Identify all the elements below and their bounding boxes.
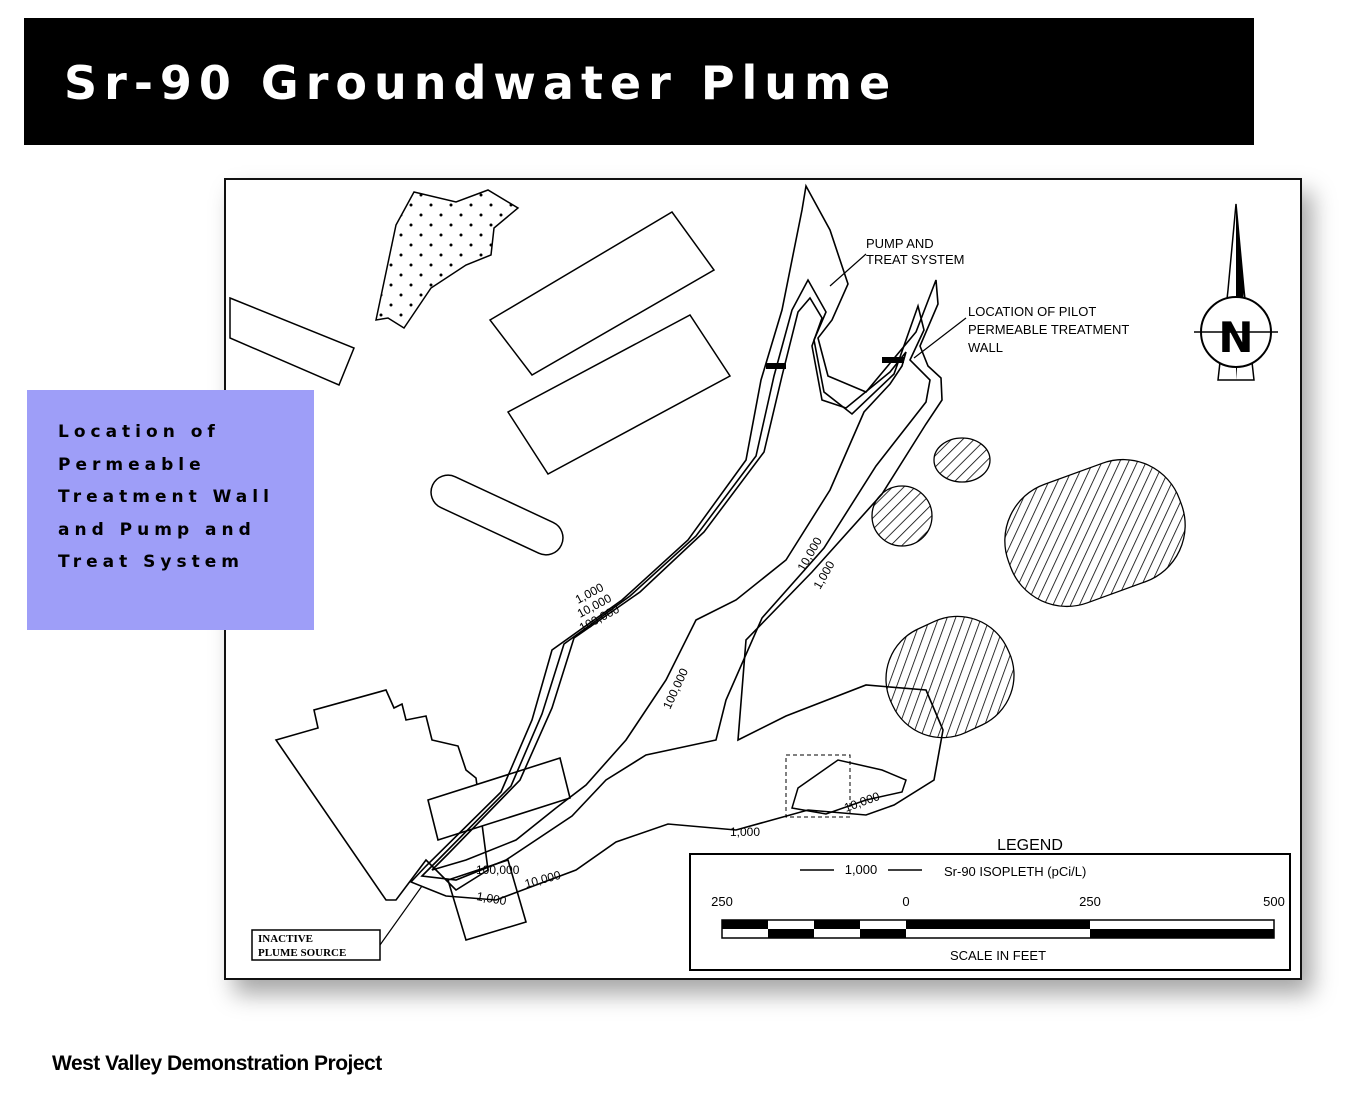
label-pilot-1: LOCATION OF PILOT — [968, 304, 1096, 319]
map-drawing: N PUMP AND TREAT SYSTEM LOCATION OF PILO… — [229, 183, 1291, 971]
contour-label: 10,000 — [523, 868, 562, 891]
main-plant-building — [274, 689, 489, 901]
hatched-area-1 — [933, 437, 991, 483]
plume-source-box — [251, 929, 381, 961]
leader-pilot — [913, 317, 967, 359]
contour-10000 — [420, 278, 931, 881]
survey-plot-dashed — [785, 754, 851, 818]
contour-label: 100,000 — [476, 863, 520, 877]
callout-text: Location of Permeable Treatment Wall and… — [58, 422, 274, 572]
legend-title: LEGEND — [997, 837, 1063, 854]
label-source-1: INACTIVE — [258, 933, 313, 945]
hatched-area-3 — [1004, 458, 1186, 608]
hatched-area-2 — [871, 485, 933, 547]
legend-isopleth-label: Sr-90 ISOPLETH (pCi/L) — [944, 864, 1086, 879]
contour-label: 1,000 — [810, 558, 837, 591]
legend-box — [689, 853, 1291, 971]
scale-tick-label: 0 — [902, 894, 909, 909]
title-banner: Sr-90 Groundwater Plume — [24, 18, 1254, 145]
pump-treat-marker — [766, 363, 786, 369]
label-pump-treat-2: TREAT SYSTEM — [866, 252, 964, 267]
label-pilot-2: PERMEABLE TREATMENT — [968, 322, 1129, 337]
legend-sample-value: 1,000 — [845, 862, 878, 877]
contour-1000 — [409, 183, 944, 901]
site-map: N PUMP AND TREAT SYSTEM LOCATION OF PILO… — [224, 178, 1302, 980]
contour-label: 1,000 — [475, 889, 507, 908]
north-arrow-icon — [1194, 203, 1278, 381]
scale-bar — [721, 919, 1275, 939]
hatched-area-4 — [885, 615, 1015, 739]
scale-caption: SCALE IN FEET — [950, 948, 1046, 963]
dotted-area — [375, 189, 520, 330]
contour-pocket-10000 — [791, 759, 907, 815]
building-rect-1 — [488, 211, 716, 376]
contour-label: 100,000 — [660, 666, 691, 712]
oval-structure — [430, 474, 564, 556]
label-source-2: PLUME SOURCE — [258, 947, 346, 959]
leader-source — [379, 885, 423, 946]
leader-pump — [829, 253, 867, 287]
label-pilot-3: WALL — [968, 340, 1003, 355]
label-pump-treat-1: PUMP AND — [866, 236, 934, 251]
scale-tick-label: 250 — [1079, 894, 1101, 909]
page-title: Sr-90 Groundwater Plume — [64, 56, 898, 110]
north-label: N — [1218, 313, 1253, 362]
scale-tick-label: 250 — [711, 894, 733, 909]
contour-100000 — [431, 296, 907, 871]
building-rect-2 — [506, 314, 732, 475]
legend-sample-bg — [834, 862, 888, 878]
callout-box: Location of Permeable Treatment Wall and… — [27, 390, 314, 630]
footer-project-name: West Valley Demonstration Project — [52, 1052, 382, 1075]
building-strip-left — [229, 296, 355, 386]
contour-label: 1,000 — [730, 825, 760, 839]
pilot-wall-marker — [882, 357, 904, 363]
scale-tick-label: 500 — [1263, 894, 1285, 909]
